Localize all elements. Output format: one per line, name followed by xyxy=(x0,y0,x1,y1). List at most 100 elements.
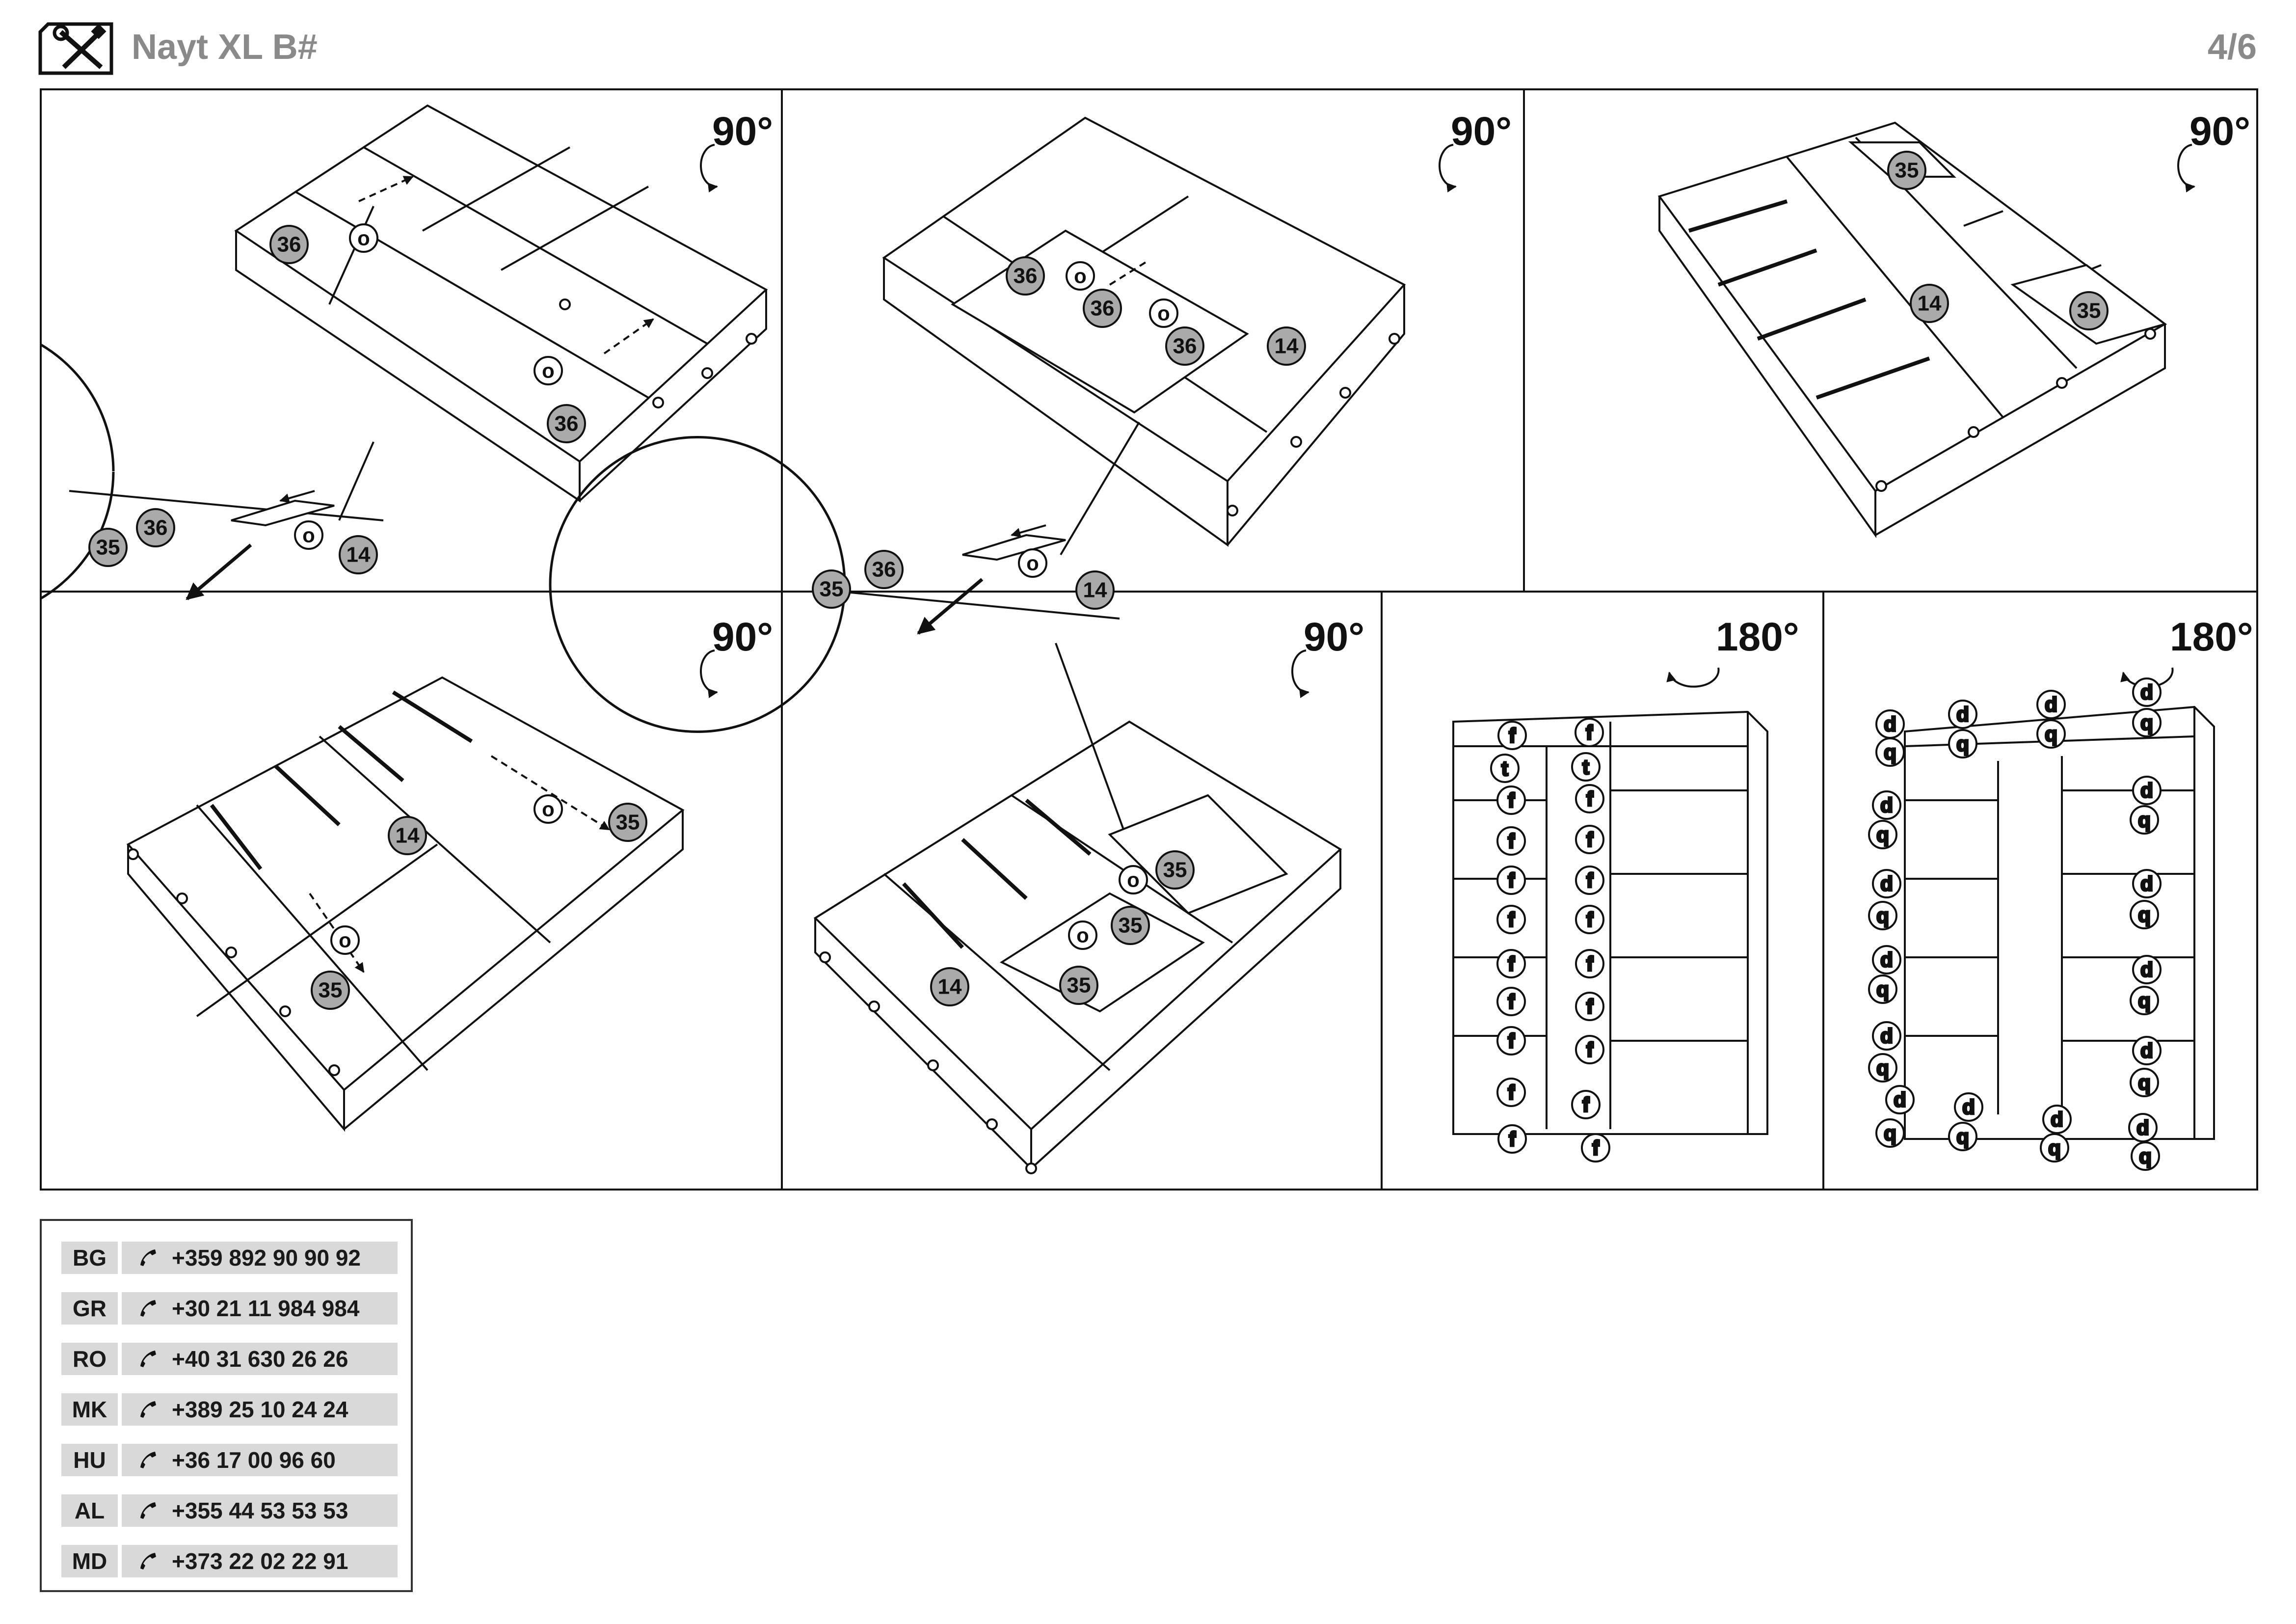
phone-number[interactable]: +30 21 11 984 984 xyxy=(172,1296,360,1321)
phone-number-field[interactable]: +355 44 53 53 53 xyxy=(122,1494,398,1527)
step-5-panel xyxy=(813,720,1342,1174)
svg-text:q: q xyxy=(1876,904,1889,927)
svg-text:f: f xyxy=(1586,721,1593,744)
svg-text:36: 36 xyxy=(1014,264,1038,288)
step-4-rotation: 90° xyxy=(700,615,773,698)
svg-text:d: d xyxy=(1880,872,1893,895)
svg-text:o: o xyxy=(339,929,351,952)
step-2-panel xyxy=(549,116,1406,860)
svg-text:f: f xyxy=(1586,787,1594,811)
svg-text:d: d xyxy=(1956,703,1969,726)
svg-text:d: d xyxy=(2140,681,2153,704)
step-5-rotation-label: 90° xyxy=(1304,615,1364,659)
phone-number[interactable]: +359 892 90 90 92 xyxy=(172,1245,361,1271)
phone-icon xyxy=(140,1351,156,1367)
svg-text:q: q xyxy=(1956,732,1969,756)
step-7-panel xyxy=(1904,705,2215,1140)
svg-text:o: o xyxy=(1157,302,1170,325)
svg-text:d: d xyxy=(1884,713,1896,736)
phone-number[interactable]: +373 22 02 22 91 xyxy=(172,1548,348,1574)
phone-number[interactable]: +40 31 630 26 26 xyxy=(172,1346,348,1372)
svg-text:q: q xyxy=(1956,1125,1969,1148)
svg-text:14: 14 xyxy=(1918,292,1942,316)
svg-text:d: d xyxy=(2140,872,2153,895)
phone-icon xyxy=(140,1249,156,1266)
svg-text:35: 35 xyxy=(1895,159,1919,183)
step-4-rotation-label: 90° xyxy=(712,615,773,659)
svg-text:f: f xyxy=(1582,1093,1590,1116)
phone-number[interactable]: +36 17 00 96 60 xyxy=(172,1447,336,1473)
svg-text:35: 35 xyxy=(319,978,343,1002)
svg-text:f: f xyxy=(1508,952,1515,975)
svg-text:o: o xyxy=(302,524,315,547)
step-2-rotation-label: 90° xyxy=(1451,109,1512,154)
svg-text:14: 14 xyxy=(938,975,962,999)
phone-icon xyxy=(140,1502,156,1519)
step-6-rotation: 180° xyxy=(1666,615,1799,688)
svg-text:d: d xyxy=(1880,794,1893,817)
country-code: HU xyxy=(61,1444,118,1476)
phone-number-field[interactable]: +389 25 10 24 24 xyxy=(122,1393,398,1426)
contact-row-hu: HU +36 17 00 96 60 xyxy=(61,1444,411,1476)
svg-text:f: f xyxy=(1586,869,1594,892)
country-code: RO xyxy=(61,1343,118,1375)
svg-text:o: o xyxy=(1074,265,1087,288)
svg-text:f: f xyxy=(1508,789,1515,812)
step-3-panel xyxy=(1657,121,2167,539)
svg-text:q: q xyxy=(1876,978,1889,1001)
svg-text:f: f xyxy=(1586,828,1594,851)
svg-text:o: o xyxy=(1076,924,1089,947)
phone-icon xyxy=(140,1300,156,1317)
svg-text:36: 36 xyxy=(872,558,896,582)
step-6-rotation-label: 180° xyxy=(1716,615,1799,659)
phone-number[interactable]: +355 44 53 53 53 xyxy=(172,1498,348,1523)
country-code: AL xyxy=(61,1494,118,1527)
step-7-rotation-label: 180° xyxy=(2170,615,2253,659)
contact-row-md: MD +373 22 02 22 91 xyxy=(61,1545,411,1577)
step-5-rotation: 90° xyxy=(1291,615,1364,698)
svg-text:t: t xyxy=(1501,757,1508,780)
phone-number-field[interactable]: +359 892 90 90 92 xyxy=(122,1242,398,1274)
step-1-rotation-label: 90° xyxy=(712,109,773,154)
svg-text:t: t xyxy=(1582,756,1589,779)
step-4-part-badges: 14 o 35 o 35 xyxy=(311,794,647,1010)
svg-text:d: d xyxy=(2136,1116,2149,1139)
svg-text:f: f xyxy=(1586,952,1594,975)
contact-row-gr: GR +30 21 11 984 984 xyxy=(61,1292,411,1325)
svg-text:d: d xyxy=(1962,1096,1975,1119)
phone-number-field[interactable]: +373 22 02 22 91 xyxy=(122,1545,398,1577)
assembly-steps-grid: 90° 36 o o 36 35 36 o 14 90° 36 o xyxy=(40,88,2258,1191)
svg-text:14: 14 xyxy=(1083,578,1107,602)
svg-text:f: f xyxy=(1508,908,1515,931)
contact-row-bg: BG +359 892 90 90 92 xyxy=(61,1242,411,1274)
phone-number-field[interactable]: +40 31 630 26 26 xyxy=(122,1343,398,1375)
svg-text:o: o xyxy=(542,359,555,382)
svg-text:d: d xyxy=(2140,1039,2153,1062)
svg-text:35: 35 xyxy=(1067,974,1091,998)
phone-number-field[interactable]: +36 17 00 96 60 xyxy=(122,1444,398,1476)
svg-text:q: q xyxy=(1884,1122,1896,1145)
contact-row-mk: MK +389 25 10 24 24 xyxy=(61,1393,411,1426)
country-code: MD xyxy=(61,1545,118,1577)
svg-text:o: o xyxy=(1127,868,1140,892)
tools-icon xyxy=(38,22,113,75)
step-3-part-badges: 35 14 35 xyxy=(1887,151,2109,330)
svg-text:35: 35 xyxy=(1163,858,1187,882)
step-2-part-badges: 36 o 36 o 36 14 35 36 o 14 xyxy=(812,256,1306,610)
svg-text:o: o xyxy=(357,227,370,250)
svg-text:36: 36 xyxy=(1091,297,1115,321)
svg-text:d: d xyxy=(2140,779,2153,802)
country-code: BG xyxy=(61,1242,118,1274)
svg-text:q: q xyxy=(2140,711,2153,734)
svg-text:f: f xyxy=(1586,908,1594,931)
country-code: MK xyxy=(61,1393,118,1426)
svg-text:36: 36 xyxy=(555,412,579,436)
svg-text:14: 14 xyxy=(1275,334,1299,358)
svg-text:36: 36 xyxy=(1173,334,1197,358)
phone-number[interactable]: +389 25 10 24 24 xyxy=(172,1397,348,1422)
svg-text:35: 35 xyxy=(96,536,120,560)
phone-number-field[interactable]: +30 21 11 984 984 xyxy=(122,1292,398,1325)
svg-text:d: d xyxy=(1880,1025,1893,1048)
svg-text:35: 35 xyxy=(820,577,844,601)
step-3-rotation: 90° xyxy=(2177,109,2250,192)
